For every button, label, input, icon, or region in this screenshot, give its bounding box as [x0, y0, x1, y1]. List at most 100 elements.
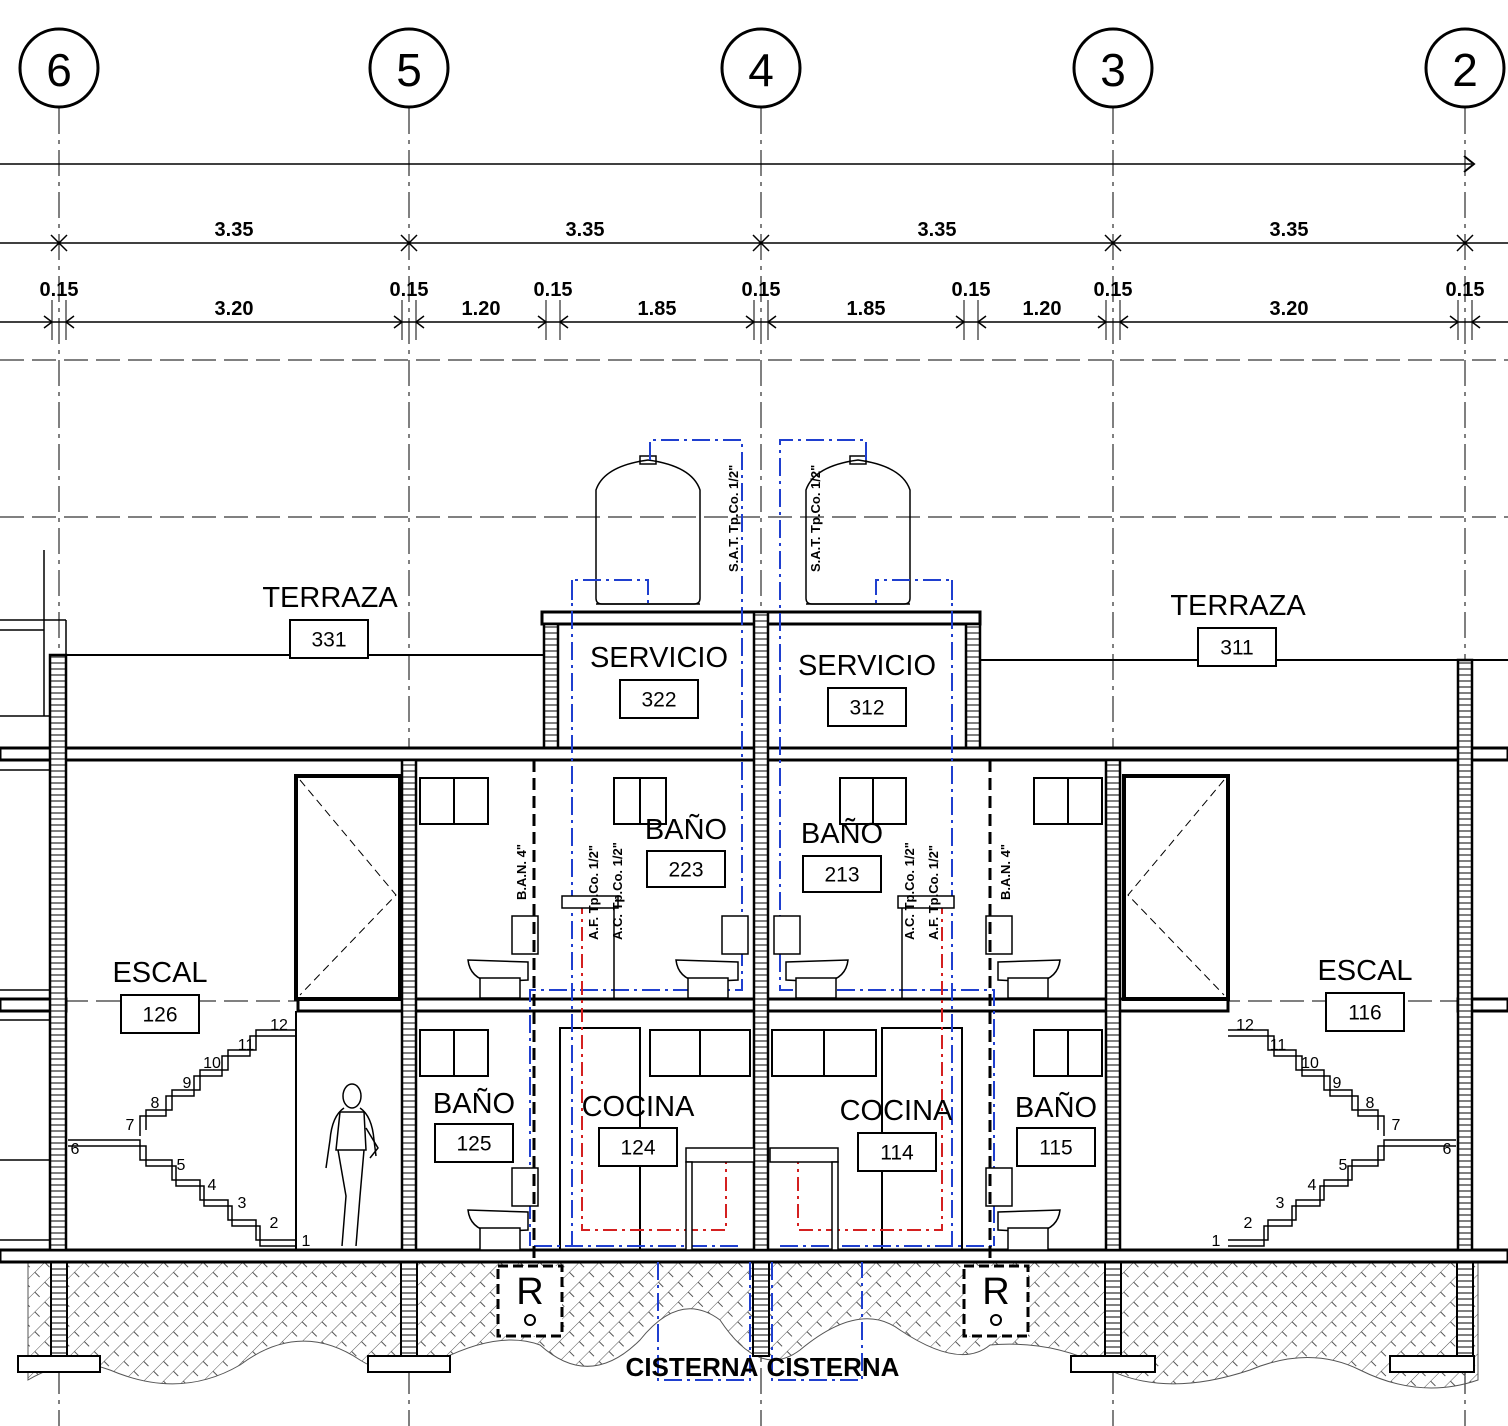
step-number: 9	[183, 1075, 192, 1092]
room-number: 125	[456, 1133, 491, 1156]
windows	[419, 777, 1103, 1077]
step-number: 8	[151, 1095, 160, 1112]
stair-right	[1228, 1029, 1456, 1247]
room-bano-223: BAÑO 223	[645, 812, 727, 888]
room-name: ESCAL	[1317, 955, 1412, 987]
register-label: R	[982, 1271, 1009, 1313]
toilets	[467, 895, 1061, 1251]
axis-label: 5	[396, 44, 422, 96]
hot-water-pipes	[581, 900, 943, 1231]
step-number: 6	[1443, 1141, 1452, 1158]
step-number: 5	[1339, 1157, 1348, 1174]
step-number: 4	[1308, 1177, 1317, 1194]
step-number: 7	[126, 1117, 135, 1134]
step-number: 12	[270, 1017, 288, 1034]
room-name: COCINA	[840, 1095, 953, 1127]
step-number: 2	[1244, 1215, 1253, 1232]
step-number: 1	[302, 1233, 311, 1250]
pipe-label-ac: A.C. Tp.Co. 1/2"	[902, 842, 917, 940]
room-number: 213	[824, 864, 859, 887]
room-name: BAÑO	[433, 1086, 515, 1120]
room-name: SERVICIO	[798, 650, 936, 682]
step-number: 5	[177, 1157, 186, 1174]
room-number: 124	[620, 1137, 655, 1160]
cisterna-label: CISTERNA	[767, 1352, 900, 1382]
dim-label: 0.15	[390, 279, 429, 301]
room-number: 116	[1348, 1002, 1381, 1025]
reference-arrow-line	[0, 155, 1476, 173]
axis-bubble-5: 5	[368, 27, 450, 109]
room-number: 223	[668, 859, 703, 882]
pipe-label-ban: B.A.N. 4"	[514, 844, 529, 900]
step-number: 6	[71, 1141, 80, 1158]
human-figure	[325, 1083, 379, 1247]
step-number: 7	[1392, 1117, 1401, 1134]
dim-label: 0.15	[952, 279, 991, 301]
room-name: BAÑO	[645, 812, 727, 846]
step-number: 12	[1236, 1017, 1254, 1034]
pipe-label-ac: A.C. Tp.Co. 1/2"	[610, 842, 625, 940]
step-number: 1	[1212, 1233, 1221, 1250]
room-number: 311	[1220, 637, 1253, 660]
room-bano-213: BAÑO 213	[801, 816, 883, 893]
dim-label: 1.20	[1023, 298, 1062, 320]
dim-label: 3.35	[215, 219, 254, 241]
step-number: 4	[208, 1177, 217, 1194]
dim-label: 3.20	[1270, 298, 1309, 320]
room-terraza-331: TERRAZA 331	[262, 582, 398, 659]
dim-label: 3.35	[566, 219, 605, 241]
step-number: 11	[1270, 1037, 1287, 1054]
dim-label: 3.20	[215, 298, 254, 320]
dimension-line-main	[0, 234, 1508, 252]
room-name: BAÑO	[1015, 1090, 1097, 1124]
dimension-line-inner	[0, 300, 1508, 340]
walls	[48, 610, 1474, 1252]
pipe-label-af: A.F. Tp.Co. 1/2"	[926, 845, 941, 940]
room-cocina-124: COCINA 124	[582, 1091, 695, 1167]
room-terraza-311: TERRAZA 311	[1170, 590, 1306, 667]
dim-label: 0.15	[742, 279, 781, 301]
register-box-left: R	[496, 1264, 564, 1338]
room-number: 312	[849, 697, 884, 720]
step-number: 9	[1333, 1075, 1342, 1092]
door-upper-left	[294, 774, 402, 1001]
dim-label: 1.20	[462, 298, 501, 320]
door-upper-right	[1122, 774, 1230, 1001]
room-number: 114	[880, 1142, 914, 1165]
axis-bubble-3: 3	[1072, 27, 1154, 109]
water-tank-left	[595, 455, 701, 605]
axis-bubble-2: 2	[1424, 27, 1506, 109]
room-servicio-312: SERVICIO 312	[798, 650, 936, 727]
dim-label: 0.15	[1446, 279, 1485, 301]
neighbour-left	[0, 550, 67, 1241]
step-number: 8	[1366, 1095, 1375, 1112]
step-number: 3	[1276, 1195, 1285, 1212]
pipe-label-sat: S.A.T. Tp.Co. 1/2"	[808, 465, 823, 572]
room-number: 331	[311, 629, 346, 652]
axis-label: 6	[46, 44, 72, 96]
axis-bubble-6: 6	[18, 27, 100, 109]
pipe-label-sat: S.A.T. Tp.Co. 1/2"	[726, 465, 741, 572]
terrace-parapets	[66, 654, 1508, 661]
step-number: 10	[1301, 1055, 1319, 1072]
room-number: 322	[641, 689, 676, 712]
axis-label: 2	[1452, 44, 1478, 96]
water-tank-right	[805, 455, 911, 605]
cold-water-pipes	[529, 439, 995, 1381]
room-name: TERRAZA	[262, 582, 398, 614]
dim-label: 1.85	[847, 298, 886, 320]
room-number: 126	[142, 1004, 177, 1027]
cisterna-label: CISTERNA	[626, 1352, 759, 1382]
register-box-right: R	[962, 1264, 1030, 1338]
drain-lines	[532, 760, 992, 1262]
pipe-label-ban: B.A.N. 4"	[998, 844, 1013, 900]
dim-label: 0.15	[40, 279, 79, 301]
step-number: 3	[238, 1195, 247, 1212]
stair-left	[68, 1029, 296, 1247]
dim-label: 0.15	[534, 279, 573, 301]
axis-label: 3	[1100, 44, 1126, 96]
dim-label: 0.15	[1094, 279, 1133, 301]
dim-label: 3.35	[918, 219, 957, 241]
axis-bubble-4: 4	[720, 27, 802, 109]
